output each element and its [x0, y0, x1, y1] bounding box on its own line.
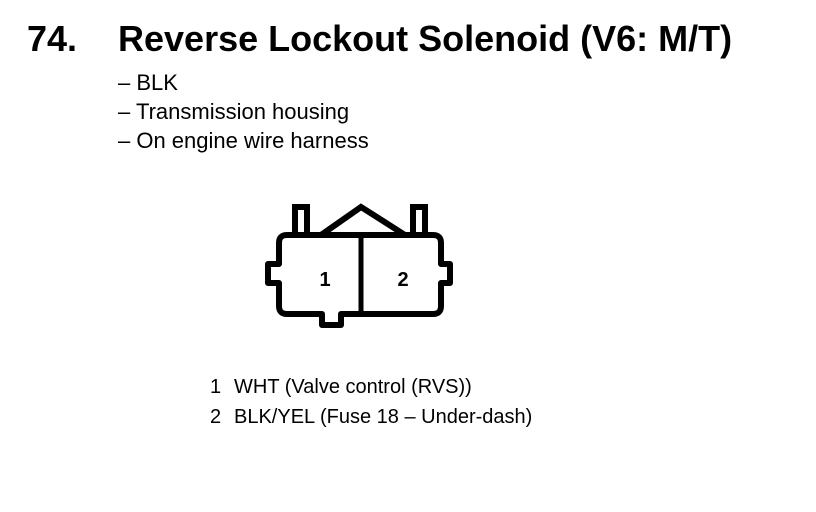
- connector-harness: – On engine wire harness: [118, 128, 369, 153]
- cavity-2-label: 2: [397, 269, 408, 291]
- connector-body: [265, 232, 453, 328]
- connector-diagram: 1 2: [265, 203, 453, 328]
- pin-description: WHT (Valve control (RVS)): [234, 376, 472, 398]
- page-heading: 74. Reverse Lockout Solenoid (V6: M/T): [0, 14, 816, 64]
- page-title: Reverse Lockout Solenoid (V6: M/T): [118, 18, 733, 59]
- item-number: 74.: [27, 18, 78, 59]
- connector-details: – BLK – Transmission housing – On engine…: [118, 68, 718, 155]
- latch-peak: [319, 203, 407, 238]
- pin-number: 2: [210, 406, 222, 428]
- left-lock-tab: [292, 204, 310, 235]
- connector-location: – Transmission housing: [118, 99, 350, 124]
- pinout-list: 1 WHT (Valve control (RVS)) 2 BLK/YEL (Fus…: [210, 372, 710, 432]
- connector-color: – BLK: [118, 70, 178, 95]
- pin-number: 1: [210, 376, 222, 398]
- pinout-row: 1 WHT (Valve control (RVS)): [210, 372, 710, 402]
- pin-description: BLK/YEL (Fuse 18 – Under-dash): [234, 406, 533, 428]
- right-lock-tab: [410, 204, 428, 235]
- pinout-row: 2 BLK/YEL (Fuse 18 – Under-dash): [210, 402, 710, 432]
- cavity-1-label: 1: [319, 269, 330, 291]
